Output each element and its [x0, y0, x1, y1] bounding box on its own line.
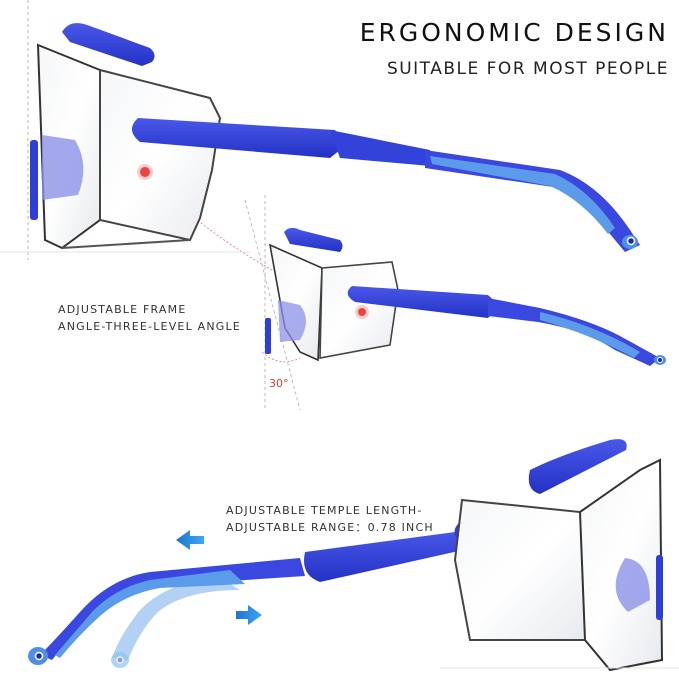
- temple-length-annotation: ADJUSTABLE TEMPLE LENGTH- ADJUSTABLE RAN…: [226, 502, 434, 536]
- angle-value-label: 30°: [269, 377, 289, 390]
- glasses-side-view-tilted: [265, 227, 666, 366]
- frame-angle-line2: ANGLE-THREE-LEVEL ANGLE: [58, 320, 241, 333]
- retract-right-arrow: [236, 605, 262, 625]
- page-subtitle: SUITABLE FOR MOST PEOPLE: [386, 59, 669, 79]
- temple-length-line1: ADJUSTABLE TEMPLE LENGTH-: [226, 504, 423, 517]
- frame-angle-annotation: ADJUSTABLE FRAME ANGLE-THREE-LEVEL ANGLE: [58, 301, 241, 335]
- extend-left-arrow: [176, 530, 204, 550]
- temple-length-line2: ADJUSTABLE RANGE：0.78 INCH: [226, 521, 434, 534]
- frame-angle-line1: ADJUSTABLE FRAME: [58, 303, 187, 316]
- glasses-extended-temple: [28, 439, 679, 672]
- glasses-side-view-large: [30, 23, 640, 252]
- page-title: ERGONOMIC DESIGN: [359, 18, 669, 47]
